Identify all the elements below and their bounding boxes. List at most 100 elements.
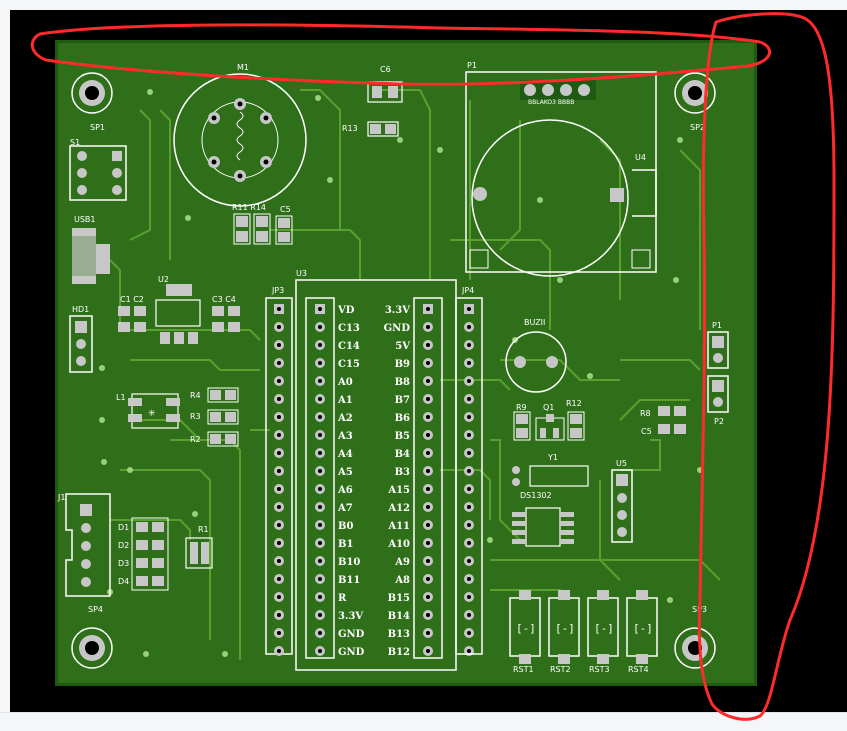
capacitor-c5-top[interactable] xyxy=(275,215,293,245)
pin-hole xyxy=(467,325,471,329)
pin-hole xyxy=(426,631,430,635)
label-j1: J1 xyxy=(57,493,65,502)
label-u3: U3 xyxy=(296,269,307,278)
label-r1: R1 xyxy=(198,525,209,534)
button-rst3[interactable]: [-] xyxy=(587,590,619,664)
pin-hole xyxy=(277,397,281,401)
battery-holder-p1[interactable]: BBLAKO3 BBBB xyxy=(465,71,657,277)
label-d2: D2 xyxy=(118,541,129,550)
regulator-u2[interactable] xyxy=(155,284,201,344)
capacitor-c3-c4[interactable] xyxy=(212,306,240,332)
pin-hole xyxy=(426,307,430,311)
inductor-l1[interactable]: ✳ xyxy=(128,393,180,429)
label-c5: C5 xyxy=(280,205,291,214)
resistor-r9[interactable] xyxy=(513,411,531,441)
pin-hole xyxy=(426,361,430,365)
connector-j1[interactable] xyxy=(65,493,111,597)
capacitor-c5-right[interactable] xyxy=(658,424,686,434)
usb-connector[interactable] xyxy=(72,228,110,284)
u3-right-pin-label: A15 xyxy=(387,485,410,496)
pin-hole xyxy=(318,451,322,455)
pin-hole xyxy=(467,415,471,419)
u3-left-pin-label: GND xyxy=(338,629,365,640)
header-u5[interactable] xyxy=(611,469,633,543)
u3-left-pin-label: B1 xyxy=(338,539,353,550)
label-jp3: JP3 xyxy=(271,286,284,295)
svg-text:[-]: [-] xyxy=(555,622,575,635)
transistor-q1[interactable] xyxy=(535,414,565,441)
label-rst4: RST4 xyxy=(628,665,649,674)
resistor-r11[interactable] xyxy=(233,213,251,245)
resistor-r1[interactable] xyxy=(185,537,213,569)
u3-left-pin-label: A6 xyxy=(337,485,353,496)
pin-hole xyxy=(467,523,471,527)
label-r8: R8 xyxy=(640,409,651,418)
mounting-hole-sp4[interactable] xyxy=(71,627,113,669)
u3-left-pin-label: B10 xyxy=(338,557,360,568)
pin-hole xyxy=(277,307,281,311)
crystal-y1[interactable] xyxy=(512,465,589,487)
label-r9: R9 xyxy=(516,403,527,412)
u3-right-pin-label: B12 xyxy=(388,647,410,658)
label-p2: P2 xyxy=(714,417,724,426)
label-u4: U4 xyxy=(635,153,646,162)
label-r3: R3 xyxy=(190,412,201,421)
pin-hole xyxy=(277,361,281,365)
header-hd1[interactable] xyxy=(69,315,93,373)
u3-right-pin-label: A12 xyxy=(387,503,410,514)
mounting-hole-sp2[interactable] xyxy=(674,72,716,114)
pin-hole xyxy=(426,379,430,383)
pin-hole xyxy=(426,505,430,509)
led-array-d1-d4[interactable] xyxy=(131,517,169,591)
button-rst4[interactable]: [-] xyxy=(626,590,658,664)
resistor-r12[interactable] xyxy=(567,411,585,441)
label-buzz: BUZII xyxy=(524,318,545,327)
mounting-hole-sp1[interactable] xyxy=(71,72,113,114)
u3-right-pin-label: 3.3V xyxy=(385,305,410,316)
p1-pin-labels: BBLAKO3 BBBB xyxy=(528,99,574,106)
pin-hole xyxy=(277,577,281,581)
pin-hole xyxy=(318,649,322,653)
u3-right-pin-label: 5V xyxy=(395,341,410,352)
resistor-r4[interactable] xyxy=(207,387,239,403)
resistor-r14[interactable] xyxy=(253,213,271,245)
label-sp2: SP2 xyxy=(690,123,705,132)
rtc-ds1302[interactable] xyxy=(512,507,574,547)
header-jp4[interactable] xyxy=(455,297,483,655)
pin-hole xyxy=(277,649,281,653)
label-y1: Y1 xyxy=(547,453,558,462)
resistor-r2[interactable] xyxy=(207,431,239,447)
u3-right-pin-label: B8 xyxy=(395,377,410,388)
u3-left-pin-label: A3 xyxy=(337,431,353,442)
u3-left-pin-label: 3.3V xyxy=(338,611,363,622)
annotation-top-loop xyxy=(30,23,772,86)
pin-hole xyxy=(467,541,471,545)
pin-hole xyxy=(467,433,471,437)
capacitor-c1-c2[interactable] xyxy=(118,306,146,332)
bottom-window-strip xyxy=(0,712,847,731)
resistor-r8[interactable] xyxy=(658,406,686,416)
pin-hole xyxy=(467,343,471,347)
pin-hole xyxy=(318,595,322,599)
motor-m1[interactable] xyxy=(173,73,307,207)
resistor-r13[interactable] xyxy=(367,121,399,137)
pin-hole xyxy=(467,577,471,581)
u3-left-pin-label: B11 xyxy=(338,575,360,586)
label-hd1: HD1 xyxy=(72,305,89,314)
label-c6: C6 xyxy=(380,65,391,74)
button-rst2[interactable]: [-] xyxy=(548,590,580,664)
header-p2[interactable] xyxy=(707,375,729,413)
capacitor-c6[interactable] xyxy=(367,81,403,103)
pin-hole xyxy=(467,379,471,383)
pin-hole xyxy=(318,505,322,509)
label-q1: Q1 xyxy=(543,403,554,412)
header-p1-right[interactable] xyxy=(707,331,729,369)
switch-s1[interactable] xyxy=(69,145,127,201)
button-rst1[interactable]: [-] xyxy=(509,590,541,664)
buzzer[interactable] xyxy=(505,331,567,393)
label-u2: U2 xyxy=(158,275,169,284)
resistor-r3[interactable] xyxy=(207,409,239,425)
label-u5: U5 xyxy=(616,459,627,468)
